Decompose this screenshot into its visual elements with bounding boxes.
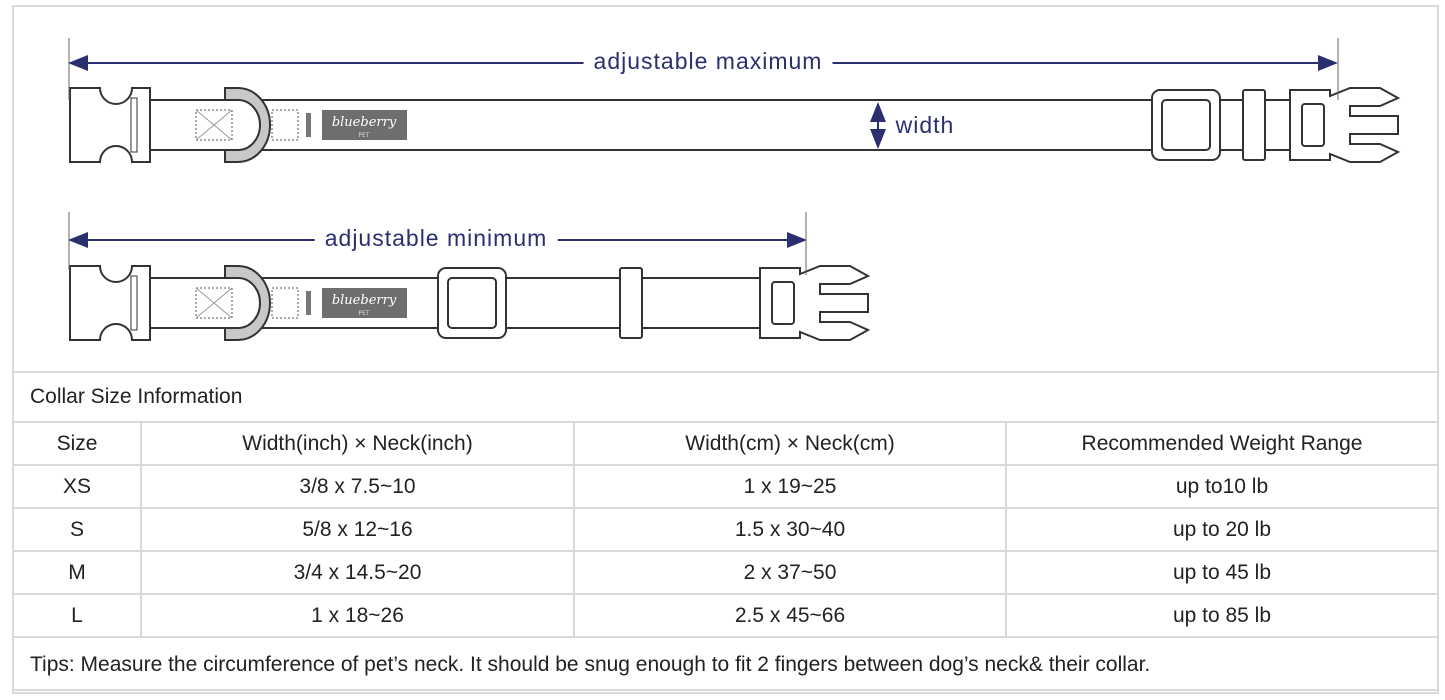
brand-label [322, 288, 407, 318]
slider-opening [1161, 99, 1211, 151]
cell: 3/8 x 7.5~10 [140, 464, 575, 509]
d-ring [224, 87, 271, 163]
keeper-loop [619, 267, 643, 339]
cell: up to 20 lb [1005, 507, 1439, 552]
table-header-row: Size Width(inch) × Neck(inch) Width(cm) … [12, 421, 1439, 466]
stitch-cross [195, 109, 233, 141]
tips-text: Tips: Measure the circumference of pet’s… [12, 636, 1439, 694]
female-buckle [69, 265, 151, 341]
brand-logo: blueberry [332, 115, 397, 130]
cell: M [12, 550, 142, 595]
header-size: Size [12, 421, 142, 466]
cell: up to 85 lb [1005, 593, 1439, 638]
stitch-box [271, 109, 299, 141]
cell: L [12, 593, 142, 638]
cell: 1.5 x 30~40 [573, 507, 1007, 552]
brand-sub: PET [358, 132, 369, 139]
stitch-box [271, 287, 299, 319]
keeper-loop [1242, 89, 1266, 161]
size-table: Collar Size Information Size Width(inch)… [12, 371, 1439, 694]
cell: 2 x 37~50 [573, 550, 1007, 595]
female-buckle [69, 87, 151, 163]
buckle-bar [130, 275, 138, 331]
stitch-cross [195, 287, 233, 319]
male-buckle-slot [1301, 103, 1325, 147]
stitch-box [195, 109, 233, 141]
header-cm: Width(cm) × Neck(cm) [573, 421, 1007, 466]
header-weight: Recommended Weight Range [1005, 421, 1439, 466]
cell: 1 x 18~26 [140, 593, 575, 638]
strap [129, 99, 1296, 151]
table-title: Collar Size Information [12, 371, 1439, 423]
cell: 1 x 19~25 [573, 464, 1007, 509]
cell: up to 45 lb [1005, 550, 1439, 595]
slider-opening [447, 277, 497, 329]
max-label: adjustable maximum [583, 48, 833, 75]
cell: S [12, 507, 142, 552]
cell: up to10 lb [1005, 464, 1439, 509]
cell: XS [12, 464, 142, 509]
brand-sub: PET [358, 310, 369, 317]
buckle-bar [130, 97, 138, 153]
header-inch: Width(inch) × Neck(inch) [140, 421, 575, 466]
d-ring [224, 265, 271, 341]
label-tag [306, 291, 311, 315]
cell: 5/8 x 12~16 [140, 507, 575, 552]
width-label: width [895, 112, 955, 139]
label-tag [306, 113, 311, 137]
male-buckle-slot [771, 281, 795, 325]
cell: 3/4 x 14.5~20 [140, 550, 575, 595]
stitch-box [195, 287, 233, 319]
min-label: adjustable minimum [314, 225, 558, 252]
brand-logo: blueberry [332, 293, 397, 308]
cell: 2.5 x 45~66 [573, 593, 1007, 638]
brand-label [322, 110, 407, 140]
